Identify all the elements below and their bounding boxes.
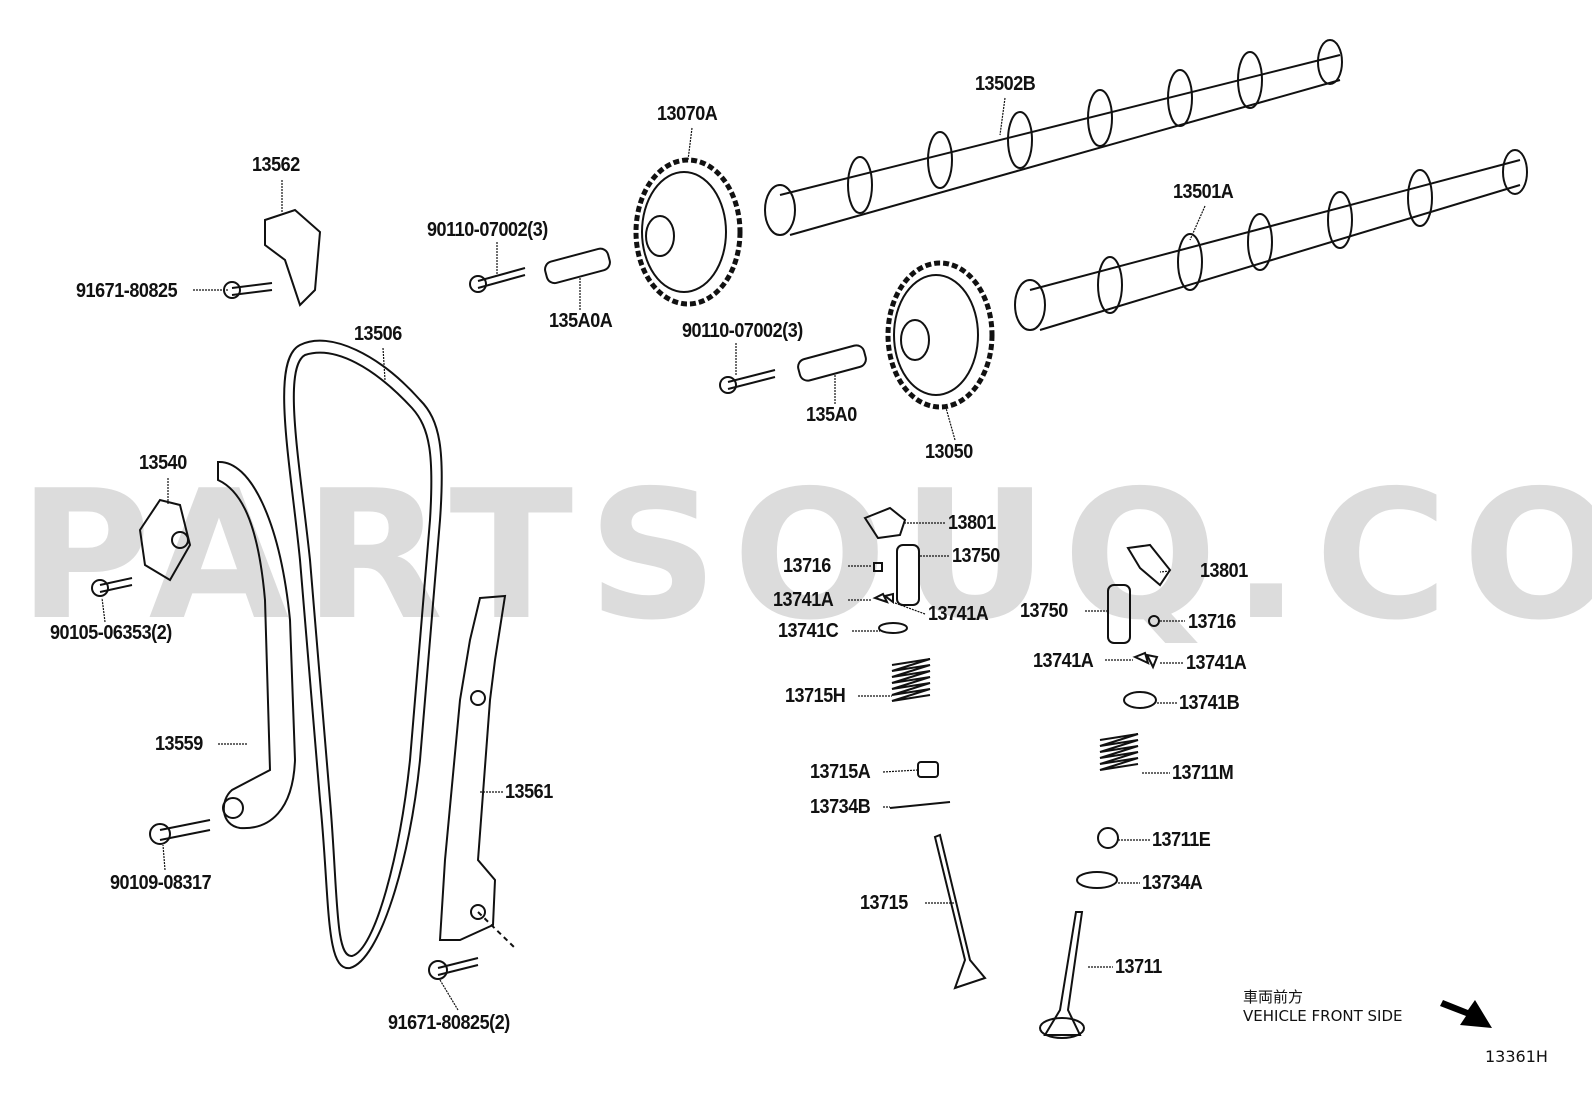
callout-13750-left[interactable]: 13750 [952, 545, 1000, 567]
bolts [91, 267, 776, 980]
callout-13741B[interactable]: 13741B [1179, 692, 1240, 714]
valve-13711 [1043, 911, 1084, 1036]
valve-13715 [933, 833, 987, 990]
callout-13070A[interactable]: 13070A [657, 103, 718, 125]
callout-13715H[interactable]: 13715H [785, 685, 846, 707]
camshaft-13501A [1014, 149, 1528, 331]
callout-13559[interactable]: 13559 [155, 733, 203, 755]
spring-13711M [1099, 733, 1139, 771]
callout-13734B[interactable]: 13734B [810, 796, 871, 818]
callout-13711E[interactable]: 13711E [1152, 829, 1211, 851]
callout-91671-80825[interactable]: 91671-80825 [76, 280, 178, 302]
callout-13801-right[interactable]: 13801 [1200, 560, 1248, 582]
callout-13502B[interactable]: 13502B [975, 73, 1036, 95]
bracket [138, 498, 192, 582]
callout-135A0A[interactable]: 135A0A [549, 310, 613, 332]
callout-13711M[interactable]: 13711M [1172, 762, 1234, 784]
direction-label-japanese: 車両前方 [1243, 988, 1304, 1006]
spring-13715H [891, 658, 931, 702]
callout-13711[interactable]: 13711 [1115, 956, 1162, 978]
callout-13540[interactable]: 13540 [139, 452, 187, 474]
chain-guide [217, 460, 297, 830]
callout-90105-06353[interactable]: 90105-06353(2) [50, 622, 172, 644]
callout-13715[interactable]: 13715 [860, 892, 908, 914]
callout-13562[interactable]: 13562 [252, 154, 300, 176]
callout-13506[interactable]: 13506 [354, 323, 402, 345]
timing-chain [283, 339, 443, 970]
tensioner-slipper [438, 594, 507, 941]
figure-reference: 13361H [1485, 1047, 1548, 1066]
callout-13741A-2[interactable]: 13741A [928, 603, 989, 625]
callout-13715A[interactable]: 13715A [810, 761, 871, 783]
callout-13801-left[interactable]: 13801 [948, 512, 996, 534]
callout-13734A[interactable]: 13734A [1142, 872, 1203, 894]
sprocket-13070A [633, 157, 743, 307]
callout-90110-07002-upper[interactable]: 90110-07002(3) [427, 219, 548, 241]
direction-label-english: VEHICLE FRONT SIDE [1243, 1007, 1403, 1025]
callout-90110-07002-lower[interactable]: 90110-07002(3) [682, 320, 803, 342]
callout-13741C[interactable]: 13741C [778, 620, 839, 642]
sprocket-13050 [885, 260, 995, 410]
callout-135A0[interactable]: 135A0 [806, 404, 857, 426]
callout-13750-right[interactable]: 13750 [1020, 600, 1068, 622]
callout-90109-08317[interactable]: 90109-08317 [110, 872, 212, 894]
callout-13050[interactable]: 13050 [925, 441, 973, 463]
callout-91671-80825-2[interactable]: 91671-80825(2) [388, 1012, 510, 1034]
callout-13716-right[interactable]: 13716 [1188, 611, 1236, 633]
callout-13741A-1[interactable]: 13741A [773, 589, 834, 611]
callout-13741A-4[interactable]: 13741A [1186, 652, 1247, 674]
camshaft-13502B [764, 39, 1343, 236]
callout-13561[interactable]: 13561 [505, 781, 553, 803]
callout-13716-left[interactable]: 13716 [783, 555, 831, 577]
callout-13501A[interactable]: 13501A [1173, 181, 1234, 203]
vehicle-front-arrow-icon [1440, 1000, 1492, 1028]
callout-13741A-3[interactable]: 13741A [1033, 650, 1094, 672]
